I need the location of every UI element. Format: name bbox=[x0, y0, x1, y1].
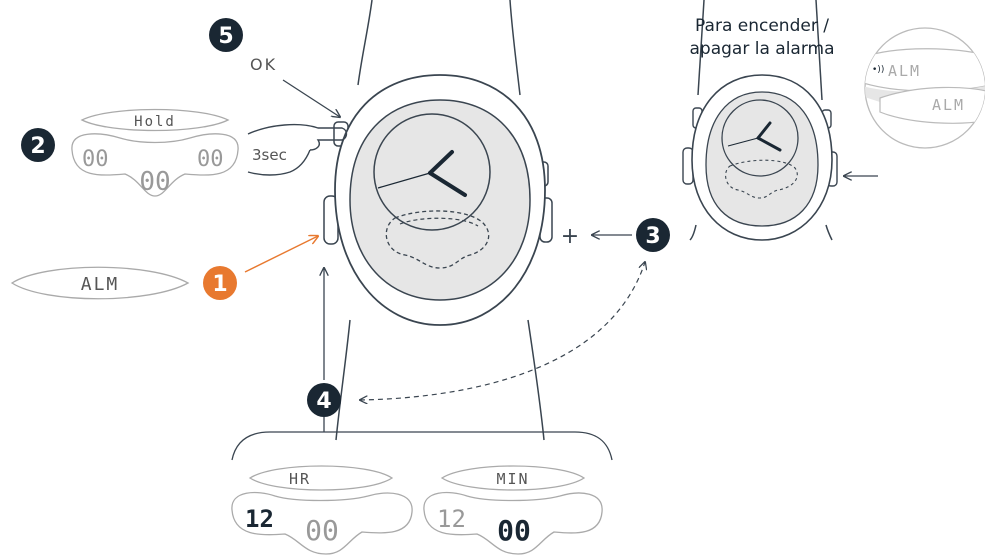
step-5-number: 5 bbox=[218, 24, 233, 49]
watch-face bbox=[349, 99, 531, 301]
hold-display: Hold 00 00 00 bbox=[71, 108, 239, 197]
minute-hand bbox=[428, 150, 454, 175]
sound-icon: •)) bbox=[872, 65, 884, 75]
minute-display-minutes: 00 bbox=[497, 514, 531, 547]
plus-sign: + bbox=[561, 224, 579, 249]
step-5-badge bbox=[209, 18, 243, 52]
step-1-arrow bbox=[244, 236, 318, 273]
step-3-badge bbox=[636, 218, 670, 252]
step-4-3-loop-arrow bbox=[360, 262, 645, 400]
hold-label: Hold bbox=[134, 114, 176, 130]
step-2-badge bbox=[21, 128, 55, 162]
hour-display-hours: 12 bbox=[245, 505, 274, 533]
zoom-detail: •)) ALM ALM bbox=[864, 27, 985, 149]
analog-dial bbox=[373, 113, 491, 231]
hold-left-digits: 00 bbox=[82, 147, 109, 172]
step-2-number: 2 bbox=[30, 134, 45, 159]
digital-window bbox=[385, 210, 490, 269]
step-5-arrow bbox=[282, 79, 340, 117]
zoom-alarm-on-text: ALM bbox=[888, 62, 921, 80]
step-1-badge bbox=[203, 266, 237, 300]
hour-label: HR bbox=[289, 470, 311, 488]
alarm-toggle-caption-line2: apagar la alarma bbox=[690, 39, 835, 59]
step-1-number: 1 bbox=[212, 272, 227, 297]
minute-display: MIN 12 00 bbox=[423, 465, 603, 555]
step-4-badge bbox=[307, 383, 341, 417]
alarm-mode-display: ALM bbox=[10, 266, 190, 300]
hour-display: HR 12 00 bbox=[231, 465, 413, 555]
three-sec-label: 3sec bbox=[252, 146, 287, 164]
step-4-number: 4 bbox=[316, 389, 331, 414]
step-3-number: 3 bbox=[645, 224, 660, 249]
minute-label: MIN bbox=[496, 470, 529, 488]
hold-right-digits: 00 bbox=[197, 147, 224, 172]
alarm-mode-label: ALM bbox=[81, 274, 120, 295]
pressing-finger: 3sec bbox=[247, 123, 348, 176]
alarm-toggle-caption-line1: Para encender / bbox=[695, 16, 829, 36]
hour-display-minutes: 00 bbox=[305, 514, 339, 547]
main-watch bbox=[323, 0, 553, 441]
step-4-bracket bbox=[231, 431, 613, 461]
hour-hand bbox=[428, 171, 467, 197]
ok-label: OK bbox=[250, 55, 277, 74]
minute-display-hours: 12 bbox=[437, 505, 466, 533]
second-hand bbox=[377, 172, 431, 189]
hold-center-digits: 00 bbox=[139, 167, 170, 197]
small-watch bbox=[682, 0, 838, 241]
zoom-alarm-off-text: ALM bbox=[932, 96, 965, 114]
